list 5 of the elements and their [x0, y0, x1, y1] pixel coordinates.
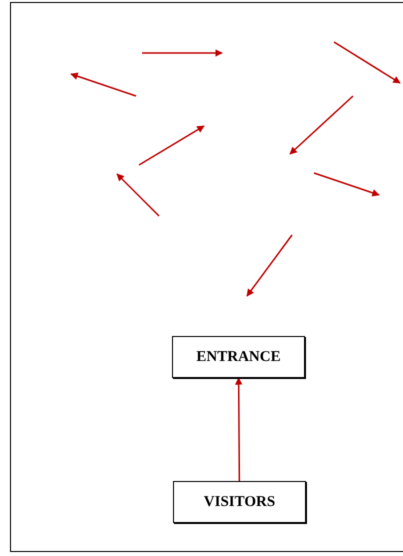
arrow	[234, 377, 242, 481]
box-label: ENTRANCE	[196, 348, 281, 366]
label-box	[172, 336, 305, 378]
box-label: VISITORS	[204, 494, 276, 510]
label-box	[173, 481, 306, 523]
